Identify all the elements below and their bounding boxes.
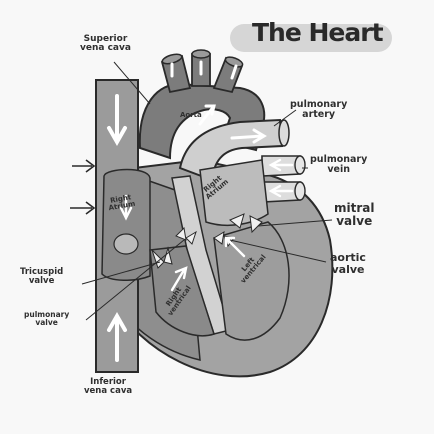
- label-superior-vena-cava: Superior vena cava: [80, 35, 131, 54]
- label-aortic-valve: aortic valve: [330, 252, 366, 275]
- label-pulmonary-vein: pulmonary vein: [310, 155, 367, 175]
- label-pulmonary-valve: pulmonary valve: [24, 311, 69, 327]
- label-mitral-valve: mitral valve: [334, 202, 374, 227]
- label-inferior-vena-cava: Inferior vena cava: [84, 378, 132, 396]
- label-aorta: Aorta: [180, 112, 202, 119]
- right-atrium-chamber: [102, 170, 150, 281]
- sinoatrial-node: [114, 234, 138, 254]
- label-pulmonary-artery: pulmonary artery: [290, 100, 347, 120]
- label-tricuspid-valve: Tricuspid valve: [20, 268, 63, 286]
